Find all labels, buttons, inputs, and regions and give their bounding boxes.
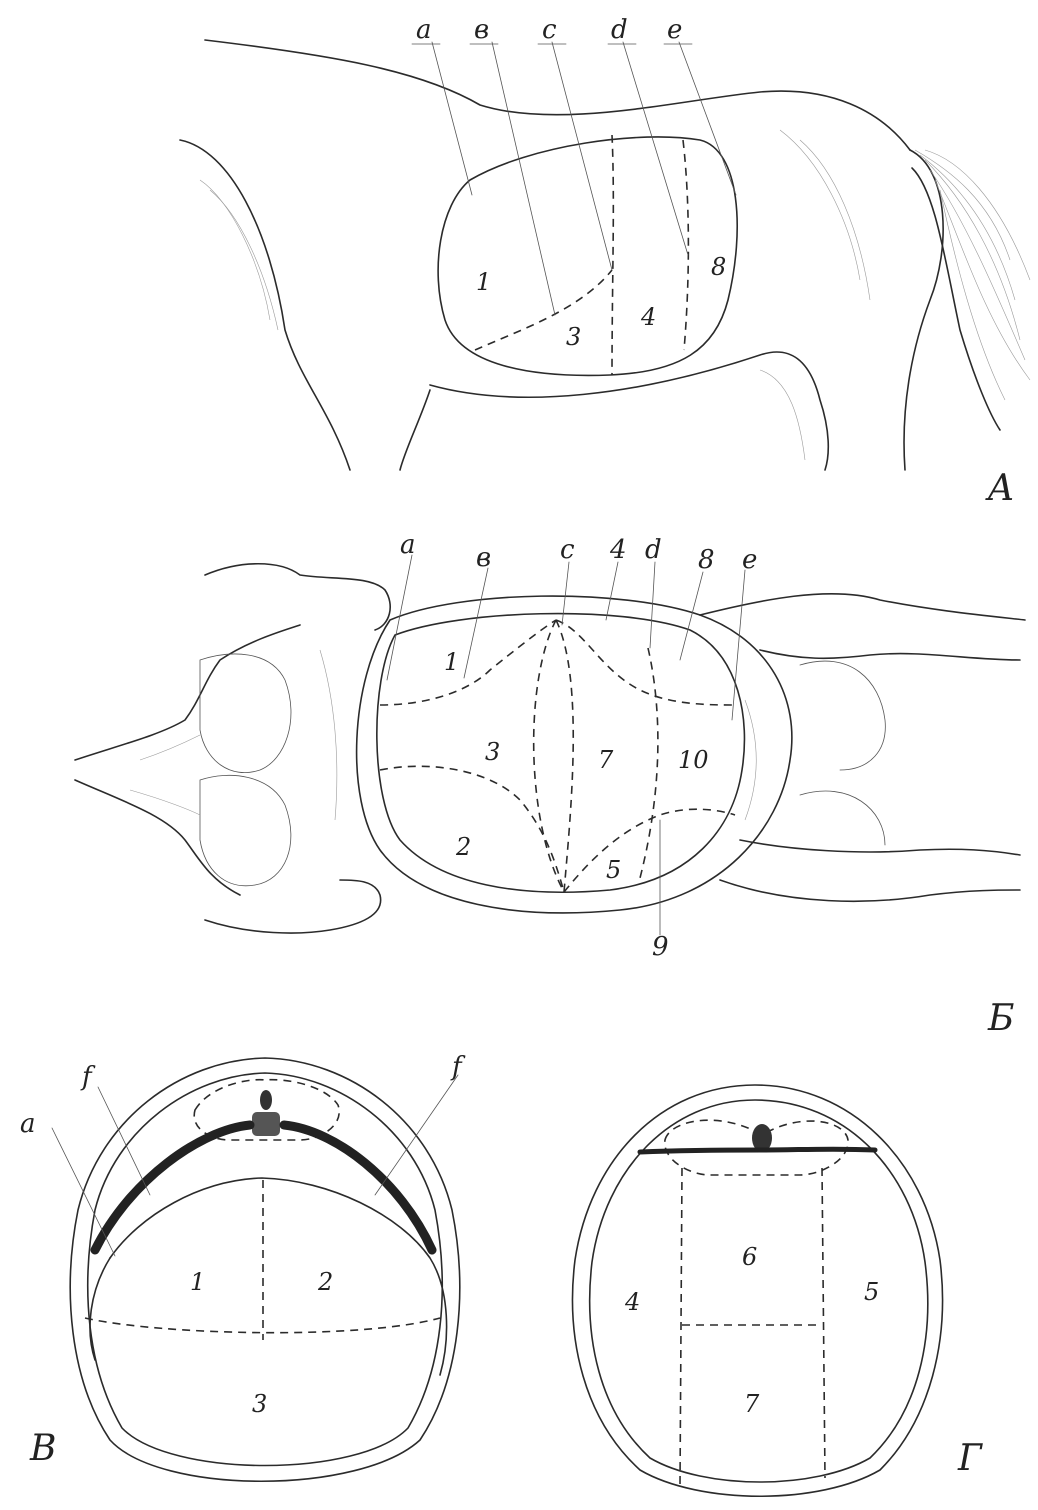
leader-4-b [606, 562, 618, 620]
label-e-a: e [667, 15, 682, 45]
horse-belly-line [430, 352, 828, 470]
leader-d-b [650, 562, 655, 648]
leader-e-b [732, 570, 745, 720]
region-3-b: 3 [485, 738, 500, 766]
division-upper-right [556, 620, 735, 705]
chest-contour [200, 654, 291, 773]
cavity-outline-v [110, 1178, 447, 1375]
region-2-b: 2 [455, 833, 471, 861]
label-4-b: 4 [609, 535, 627, 565]
tail-hatching [912, 150, 1030, 430]
vertebra-body-v [252, 1112, 280, 1136]
label-9-b: 9 [652, 932, 669, 962]
division-c-left [534, 620, 564, 892]
panel-label-g: Г [957, 1438, 983, 1479]
panel-label-b: Б [987, 998, 1014, 1039]
leader-d [623, 42, 688, 255]
head-lower-outline [75, 780, 240, 895]
division-c-right [556, 620, 573, 892]
hindlimb-top [700, 594, 1025, 620]
label-c-a: c [542, 15, 557, 45]
region-7-b: 7 [598, 746, 614, 774]
label-e-b: e [742, 545, 757, 575]
division-d-a [683, 140, 688, 350]
label-d-b: d [645, 535, 662, 565]
region-5-b: 5 [606, 856, 621, 884]
leader-b [492, 42, 555, 315]
division-d-b [640, 648, 658, 878]
horse-back-line [205, 40, 910, 150]
region-10-b: 10 [678, 746, 709, 774]
hind-contour-top [800, 661, 885, 770]
leader-e [679, 42, 736, 195]
region-4-g: 4 [624, 1288, 640, 1316]
chest-contour-lower [200, 775, 291, 885]
forelimb-top [205, 564, 390, 630]
label-b-a: в [474, 15, 489, 45]
region-1-b: 1 [444, 648, 459, 676]
region-1-v: 1 [190, 1268, 205, 1296]
hind-contour-bottom [800, 791, 885, 845]
head-outline [75, 625, 300, 760]
hindlimb-bottom-lower [720, 880, 1020, 901]
horse-neck-line [180, 140, 350, 470]
panel-label-a: A [985, 468, 1014, 509]
hindlimb-bottom [740, 840, 1020, 855]
label-b-b: в [476, 543, 491, 573]
region-1-a: 1 [476, 268, 491, 296]
rib-left [95, 1125, 250, 1250]
region-2-v: 2 [317, 1268, 333, 1296]
dorsal-wall-g [640, 1149, 875, 1152]
label-8-b: 8 [698, 545, 715, 575]
rib-right [284, 1125, 432, 1250]
panel-a: a в c d e 1 3 4 8 A [180, 15, 1030, 509]
label-f-left-v: f [80, 1062, 96, 1092]
panel-g: 6 4 5 7 Г [573, 1085, 983, 1496]
division-left-g [680, 1168, 682, 1485]
division-b-upper [380, 620, 556, 705]
body-shading [200, 130, 870, 460]
region-3-a: 3 [566, 323, 581, 351]
division-lower-a [475, 270, 612, 350]
leader-8-b [680, 572, 703, 660]
panel-v: a f f 1 2 3 В [20, 1052, 466, 1481]
leader-a-b [387, 555, 412, 680]
region-5-g: 5 [864, 1278, 879, 1306]
region-3-v: 3 [252, 1390, 267, 1418]
region-8-a: 8 [711, 253, 726, 281]
leader-c-b [562, 562, 569, 625]
body-rim-outer [357, 596, 792, 913]
leader-b-b [464, 568, 488, 678]
leader-c [552, 42, 612, 270]
label-a-v: a [20, 1109, 36, 1139]
leader-a [432, 42, 472, 195]
horse-hindlimb-line [904, 150, 943, 470]
horse-forelimb-line [400, 390, 430, 470]
label-a-b: a [400, 530, 416, 560]
panel-label-v: В [29, 1428, 56, 1469]
label-a-a: a [416, 15, 432, 45]
region-6-g: 6 [742, 1243, 757, 1271]
abdomen-outline-a [438, 137, 737, 375]
division-right-g [822, 1168, 825, 1478]
hindlimb-top-lower [760, 650, 1020, 660]
vertebra-process-v [260, 1090, 272, 1110]
label-c-b: c [560, 535, 575, 565]
forelimb-bottom [205, 880, 381, 933]
label-d-a: d [611, 15, 628, 45]
label-f-right-v: f [450, 1052, 466, 1082]
leader-f-right-v [375, 1075, 458, 1195]
region-7-g: 7 [744, 1390, 760, 1418]
division-c-a [612, 135, 613, 375]
region-4-a: 4 [640, 303, 656, 331]
panel-b: a в c 4 d 8 e 9 1 3 7 10 2 5 Б [75, 530, 1025, 1039]
